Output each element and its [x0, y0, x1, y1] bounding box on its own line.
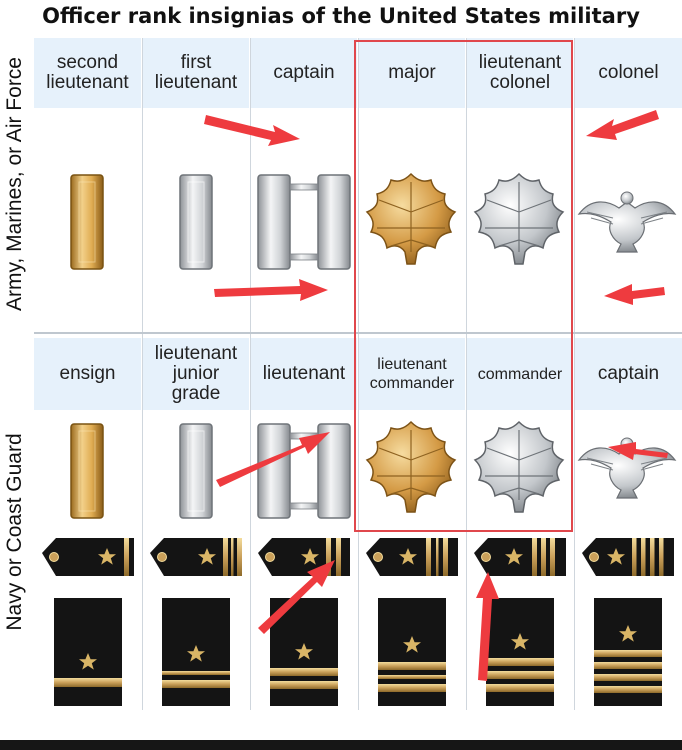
rank-header-colonel: colonel — [575, 38, 682, 108]
rank-label: lieutenant colonel — [478, 52, 562, 93]
sleeve-stripes-icon — [162, 598, 230, 706]
rank-label: lieutenant — [262, 363, 346, 384]
shoulder-board-icon — [582, 538, 674, 576]
arrow-icon — [604, 284, 665, 305]
arrow-icon — [476, 572, 499, 681]
arrow-icon — [586, 110, 659, 140]
column-divider — [250, 38, 251, 710]
silver-bar-icon — [179, 174, 213, 270]
double-silver-bar-icon — [257, 174, 351, 270]
rank-label: captain — [597, 363, 660, 384]
sleeve-stripes-icon — [54, 598, 122, 706]
rank-label: colonel — [598, 62, 659, 83]
rank-label: lieutenant commander — [369, 356, 455, 392]
rank-header-lieutenant-colonel: lieutenant colonel — [467, 38, 573, 108]
gold-bar-icon — [70, 423, 104, 519]
gold-oak-leaf-icon — [366, 421, 456, 513]
silver-eagle-icon — [577, 191, 677, 253]
shoulder-board-icon — [474, 538, 566, 576]
sleeve-stripes-icon — [378, 598, 446, 706]
arrow-icon — [608, 442, 668, 460]
rank-label: major — [388, 62, 436, 83]
shoulder-board-icon — [366, 538, 458, 576]
page-title: Officer rank insignias of the United Sta… — [42, 4, 640, 28]
rank-header-major: major — [359, 38, 465, 108]
silver-oak-leaf-icon — [474, 173, 564, 265]
rank-header-navy-captain: captain — [575, 338, 682, 410]
rank-label: commander — [477, 365, 563, 383]
shoulder-board-icon — [42, 538, 134, 576]
rank-header-second-lieutenant: second lieutenant — [34, 38, 141, 108]
column-divider — [574, 38, 575, 710]
column-divider — [142, 38, 143, 710]
column-divider — [358, 38, 359, 710]
gold-bar-icon — [70, 174, 104, 270]
group-separator — [34, 332, 682, 334]
silver-oak-leaf-icon — [474, 421, 564, 513]
rank-label: first lieutenant — [154, 52, 238, 93]
rank-header-captain: captain — [251, 38, 357, 108]
arrow-icon — [258, 560, 335, 634]
rank-header-commander: commander — [467, 338, 573, 410]
double-silver-bar-icon — [257, 423, 351, 519]
silver-bar-icon — [179, 423, 213, 519]
rank-label: second lieutenant — [46, 52, 129, 93]
rank-header-lieutenant-commander: lieutenant commander — [359, 338, 465, 410]
gold-oak-leaf-icon — [366, 173, 456, 265]
arrow-icon — [204, 115, 300, 146]
sleeve-stripes-icon — [486, 598, 554, 706]
rank-header-lieutenant-junior-grade: lieutenant junior grade — [143, 338, 249, 410]
rank-header-first-lieutenant: first lieutenant — [143, 38, 249, 108]
bottom-bar — [0, 740, 682, 750]
rank-label: lieutenant junior grade — [154, 343, 238, 404]
shoulder-board-icon — [150, 538, 242, 576]
column-divider — [466, 38, 467, 710]
rank-header-ensign: ensign — [34, 338, 141, 410]
highlight-box — [354, 40, 573, 532]
arrow-icon — [214, 279, 328, 301]
sleeve-stripes-icon — [594, 598, 662, 706]
rank-header-lieutenant: lieutenant — [251, 338, 357, 410]
shoulder-board-icon — [258, 538, 350, 576]
rank-label: ensign — [59, 363, 116, 384]
rank-label: captain — [273, 62, 335, 83]
arrow-icon — [216, 432, 330, 487]
